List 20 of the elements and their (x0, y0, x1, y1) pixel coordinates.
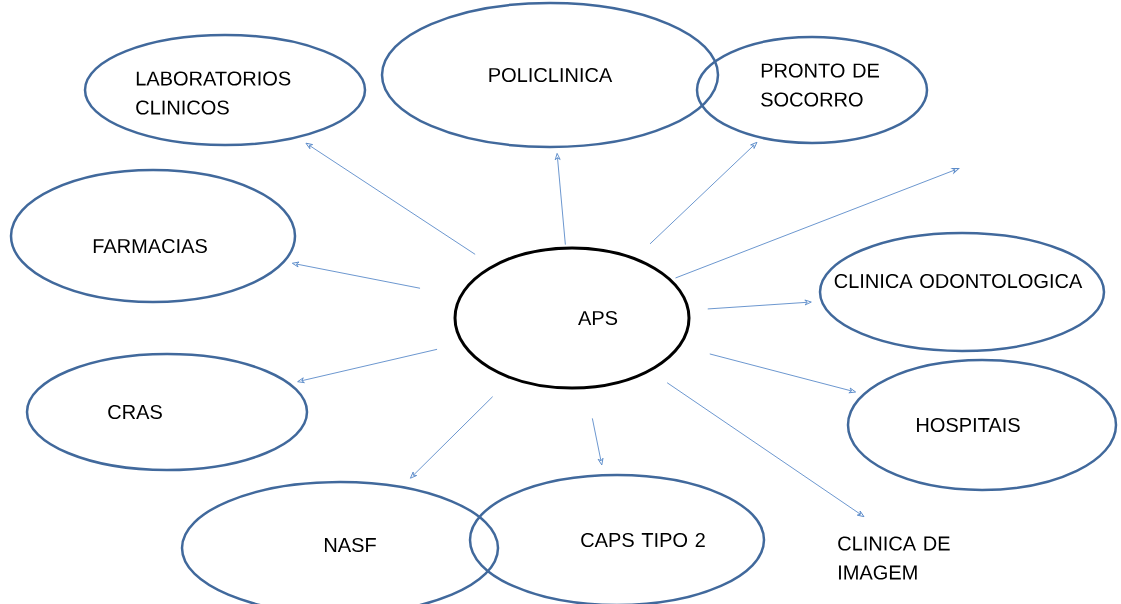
arrow (707, 299, 812, 310)
label-text: CLINICA DE IMAGEM (838, 536, 950, 580)
arrow (409, 396, 494, 479)
ellipse-node: CLINICA ODONTOLOGICA (818, 231, 1106, 353)
ellipse-node: CRAS (25, 352, 309, 472)
arrow (305, 142, 476, 255)
ellipse-node: POLICLINICA (380, 1, 720, 149)
ellipse-node: PRONTO DE SOCORRO (695, 35, 929, 145)
arrow (649, 141, 758, 245)
arrow (554, 152, 566, 246)
arrow (591, 417, 604, 466)
arrow (666, 382, 865, 518)
arrow (709, 353, 857, 394)
arrow (297, 348, 438, 384)
ellipse-node: FARMACIAS (9, 168, 297, 304)
arrow (291, 261, 421, 289)
arrow (675, 167, 960, 279)
ellipse-node: HOSPITAIS (846, 358, 1118, 492)
ellipse-node: LABORATORIOS CLINICOS (83, 33, 367, 147)
ellipse-node: APS (453, 246, 691, 390)
